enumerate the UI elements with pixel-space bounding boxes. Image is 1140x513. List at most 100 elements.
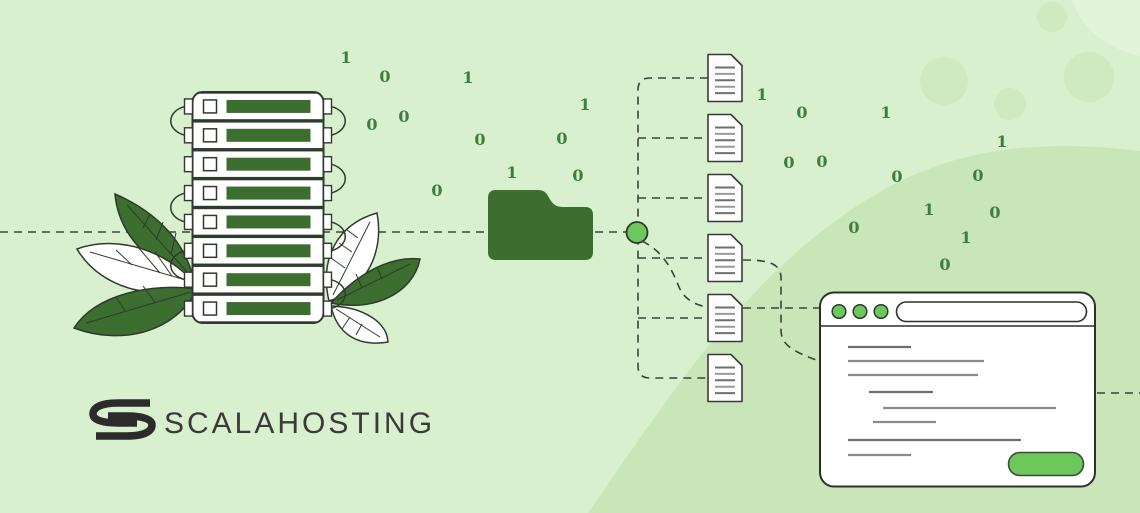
server-unit-indicator — [202, 243, 218, 259]
server-rack-icon — [170, 91, 346, 324]
server-tab-left — [183, 127, 194, 144]
document-outline — [707, 173, 743, 223]
document-outline — [707, 113, 743, 163]
server-unit-bar — [226, 99, 311, 113]
server-tab-left — [183, 271, 194, 288]
corner-wash — [1072, 0, 1140, 56]
file-to-browser-curve — [742, 259, 820, 362]
binary-digit: 0 — [556, 129, 567, 148]
logo-wordmark: SCALAHOSTING — [164, 407, 435, 440]
server-side-tabs — [183, 98, 333, 317]
server-tab-left — [183, 300, 194, 317]
server-tab-right — [322, 98, 333, 115]
server-unit-indicator — [202, 156, 218, 172]
binary-digit: 0 — [379, 67, 390, 86]
url-bar — [895, 301, 1088, 323]
binary-digit: 0 — [398, 107, 409, 126]
server-cable-right — [330, 105, 346, 137]
server-tab-right — [322, 213, 333, 231]
binary-digit: 1 — [340, 48, 351, 67]
binary-digit: 1 — [923, 200, 934, 219]
server-tab-left — [183, 242, 194, 260]
server-outline — [191, 91, 325, 324]
binary-digit: 1 — [462, 68, 473, 87]
binary-digit: 0 — [572, 166, 583, 185]
server-cable-left — [170, 105, 186, 137]
background-circle — [1037, 2, 1067, 32]
server-unit-indicator — [202, 214, 218, 230]
document-icon — [707, 353, 743, 403]
document-outline — [707, 353, 743, 403]
traffic-light-dots — [831, 303, 889, 320]
scalahosting-logo: SCALAHOSTING — [89, 399, 435, 440]
binary-digit: 0 — [848, 218, 859, 237]
server-unit-indicator — [202, 128, 218, 143]
server-unit-bar — [226, 215, 311, 229]
server-unit-bar — [226, 128, 311, 142]
document-icon — [707, 293, 743, 343]
node-to-file-curve — [641, 240, 708, 308]
browser-window-icon — [819, 291, 1096, 488]
binary-digit: 0 — [431, 181, 442, 200]
binary-digit: 1 — [579, 95, 590, 114]
server-tab-left — [183, 155, 194, 173]
scalahosting-s-icon — [89, 399, 156, 440]
traffic-light-dot — [852, 303, 868, 320]
cta-button — [1007, 451, 1085, 477]
binary-digit: 1 — [506, 163, 517, 182]
document-icon — [707, 173, 743, 223]
browser-frame — [819, 291, 1096, 488]
server-cable-right — [330, 221, 346, 252]
document-outline — [707, 293, 743, 343]
server-unit-bar — [226, 273, 311, 287]
document-icons — [707, 53, 743, 403]
server-tab-right — [322, 184, 333, 202]
traffic-light-dot — [873, 303, 889, 320]
server-cable-left — [170, 250, 186, 281]
binary-digit: 1 — [960, 228, 971, 247]
server-unit-bar — [226, 186, 311, 200]
background-circle — [1064, 52, 1114, 102]
server-unit-bar — [226, 157, 311, 171]
binary-digit: 0 — [972, 166, 983, 185]
server-tab-right — [322, 300, 333, 317]
binary-digit: 0 — [891, 167, 902, 186]
binary-digit: 1 — [756, 85, 767, 104]
document-outline — [707, 53, 743, 103]
server-tab-left — [183, 98, 194, 115]
binary-digit: 0 — [939, 255, 950, 274]
server-cable-right — [330, 163, 346, 194]
server-cable-right — [330, 278, 346, 310]
binary-digit: 1 — [996, 132, 1007, 151]
leaf-decoration-left — [72, 192, 199, 337]
server-tab-right — [322, 155, 333, 173]
background-circle — [920, 57, 968, 105]
server-unit-bar — [226, 244, 311, 258]
binary-digit: 1 — [880, 103, 891, 122]
server-unit-indicator — [202, 99, 218, 114]
browser-content-lines — [848, 345, 1056, 457]
background-circle — [994, 88, 1026, 120]
server-unit-indicator — [202, 301, 218, 316]
server-cable-left — [170, 192, 186, 223]
server-tab-right — [322, 127, 333, 144]
server-unit-indicator — [202, 185, 218, 201]
server-tab-left — [183, 184, 194, 202]
server-unit-bar — [226, 302, 311, 316]
binary-digit: 0 — [989, 203, 1000, 222]
leaf-decoration-right — [325, 212, 421, 344]
document-outline — [707, 233, 743, 283]
document-icon — [707, 233, 743, 283]
binary-digit: 0 — [796, 103, 807, 122]
server-unit-indicator — [202, 272, 218, 287]
binary-digit: 0 — [366, 115, 377, 134]
binary-digit: 0 — [783, 153, 794, 172]
server-tab-right — [322, 242, 333, 260]
folder-icon — [488, 190, 593, 260]
binary-digit: 0 — [474, 130, 485, 149]
connection-node — [625, 221, 649, 244]
document-icon — [707, 113, 743, 163]
document-icon — [707, 53, 743, 103]
